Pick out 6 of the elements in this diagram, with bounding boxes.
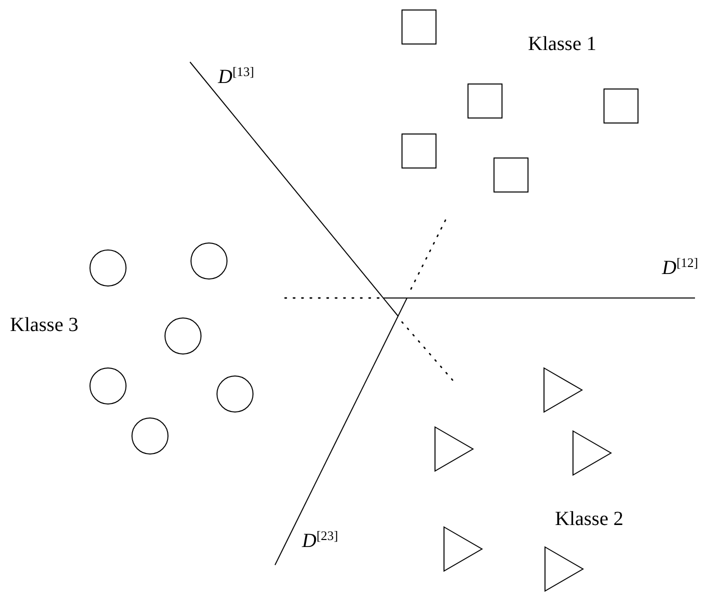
boundary-label: D$^{[12]}$ [662,257,698,279]
class-label: Klasse 3 [10,314,78,336]
class-label: Klasse 1 [528,33,596,55]
boundary-label: D$^{[13]}$ [218,66,254,88]
class-label: Klasse 2 [555,508,624,530]
boundary-label: D$^{[23]}$ [302,530,338,552]
